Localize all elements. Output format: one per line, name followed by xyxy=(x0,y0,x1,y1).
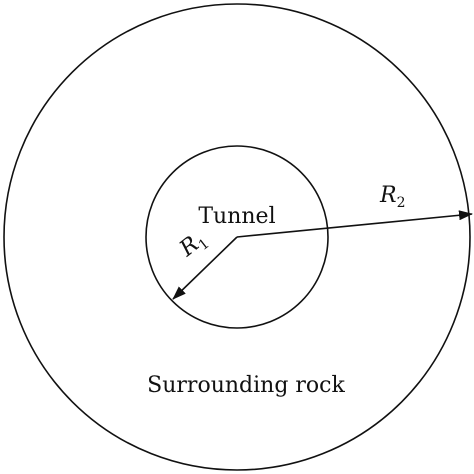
r2-label-main: R xyxy=(379,183,397,208)
r1-radius-arrow xyxy=(172,236,238,300)
tunnel-label: Tunnel xyxy=(198,204,275,229)
outer-boundary-circle xyxy=(3,3,471,471)
surrounding-rock-label: Surrounding rock xyxy=(147,373,345,398)
r2-radius-arrow xyxy=(236,210,473,238)
r2-label-subscript: 2 xyxy=(397,195,406,211)
r1-label: R1 xyxy=(175,226,213,264)
tunnel-boundary-circle xyxy=(145,145,329,329)
r2-label: R2 xyxy=(379,183,406,211)
